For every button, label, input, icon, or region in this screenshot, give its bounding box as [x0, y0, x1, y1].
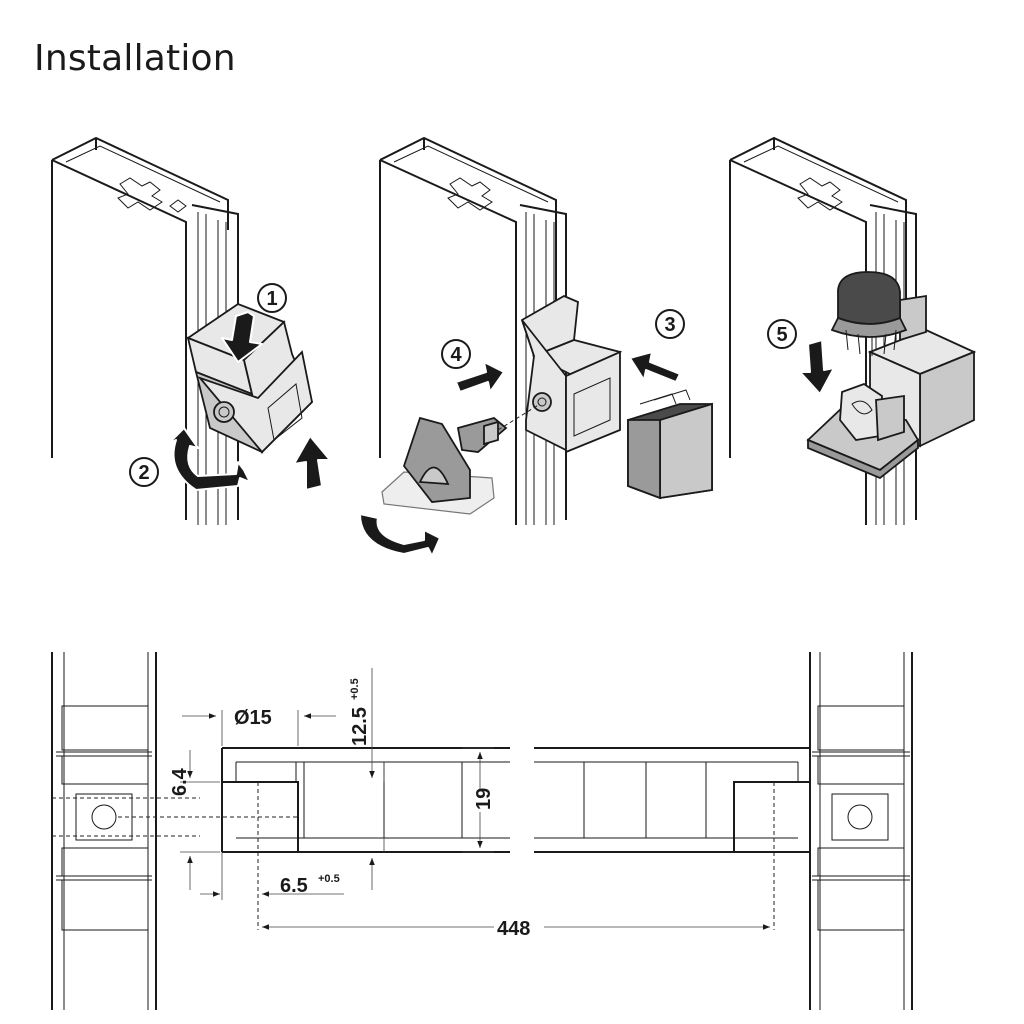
push-cap-arrow-icon — [629, 351, 681, 383]
connector-housing — [520, 294, 623, 454]
cam-lever — [381, 403, 541, 515]
step-4-marker: 4 — [441, 339, 471, 369]
svg-text:+0.5: +0.5 — [349, 678, 361, 700]
page-title: Installation — [34, 38, 236, 79]
dimension-height: 19 — [473, 752, 495, 848]
push-up-arrow-icon — [293, 435, 331, 491]
end-cap — [627, 389, 713, 500]
svg-text:6.5: 6.5 — [280, 875, 308, 897]
rotate-arrow-icon — [167, 427, 251, 491]
step-3-marker: 3 — [655, 309, 685, 339]
bar-right-segment — [534, 747, 810, 853]
base-plate — [806, 382, 920, 480]
insert-arrow-icon — [455, 361, 505, 393]
step-2-marker: 2 — [129, 457, 159, 487]
dimension-depth: 12.5 +0.5 — [349, 668, 375, 890]
press-arrow-icon — [221, 311, 263, 363]
figure-step-3-4: 4 3 — [359, 136, 713, 557]
left-profile-column — [51, 652, 200, 1010]
svg-text:+0.5: +0.5 — [318, 873, 340, 885]
svg-text:5: 5 — [776, 324, 787, 346]
svg-text:2: 2 — [138, 462, 149, 484]
lower-arrow-icon — [799, 339, 835, 395]
dimension-diameter: Ø15 — [182, 707, 336, 729]
dimension-horizontal-offset: 6.5 +0.5 — [200, 873, 344, 897]
svg-text:1: 1 — [266, 288, 277, 310]
technical-drawing: Ø15 12.5 +0.5 6.4 19 6.5 +0.5 — [51, 652, 913, 1010]
bar-left-segment — [221, 747, 510, 853]
mushroom-cap — [830, 271, 908, 356]
svg-text:3: 3 — [664, 314, 675, 336]
figure-step-1-2: 1 2 — [51, 136, 331, 525]
svg-text:4: 4 — [450, 344, 462, 366]
svg-text:19: 19 — [473, 788, 495, 810]
right-profile-column — [809, 652, 913, 1010]
dimension-length: 448 — [262, 918, 770, 940]
svg-text:6.4: 6.4 — [169, 767, 191, 796]
step-1-marker: 1 — [257, 283, 287, 313]
svg-text:12.5: 12.5 — [349, 707, 371, 746]
figure-step-5: 5 — [729, 136, 977, 525]
svg-text:Ø15: Ø15 — [234, 707, 272, 729]
turn-lever-arrow-icon — [359, 513, 441, 557]
dimension-vertical-offset: 6.4 — [169, 750, 193, 890]
svg-text:448: 448 — [497, 918, 530, 940]
step-5-marker: 5 — [767, 319, 797, 349]
